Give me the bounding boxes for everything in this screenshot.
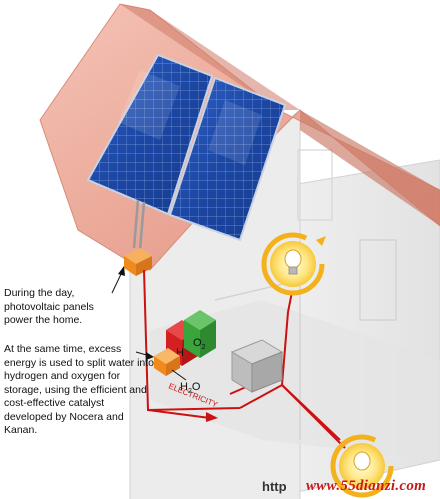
water-label: H2O: [180, 381, 201, 395]
water-pointer: [171, 369, 187, 381]
interior-window: [297, 149, 333, 221]
light-bulb-icon: [261, 232, 326, 296]
inverter-box: [124, 248, 152, 276]
roof-ridge: [120, 4, 300, 110]
panel-conduit: [132, 199, 146, 251]
watermark-site: www.55dianzi.com: [306, 478, 427, 494]
oxygen-tank: O2: [184, 310, 216, 358]
day-caption-arrow: [111, 271, 123, 294]
solar-panel-left: [86, 53, 214, 216]
hydrogen-label: H: [176, 347, 184, 359]
oxygen-label: O2: [193, 337, 206, 351]
wire-to-lower-bulb: [281, 384, 346, 449]
watermark: http www.55dianzi.com: [256, 477, 440, 499]
solar-panel-right: [168, 76, 287, 242]
day-caption: During the day, photovoltaic panels powe…: [4, 287, 94, 326]
fuel-cell-box: [230, 339, 284, 393]
night-caption-arrowhead-icon: [146, 352, 154, 360]
day-caption-arrowhead-icon: [118, 266, 125, 276]
house-floor: [150, 300, 440, 460]
watermark-prefix: http: [262, 479, 287, 494]
roof-eave-right: [300, 110, 440, 226]
light-bulb-lower-icon: [330, 434, 394, 498]
electrolyzer-unit: [154, 348, 180, 376]
interior-door: [359, 239, 397, 321]
night-caption: At the same time, excess energy is used …: [4, 343, 154, 436]
electricity-arrow-icon: [206, 412, 218, 422]
